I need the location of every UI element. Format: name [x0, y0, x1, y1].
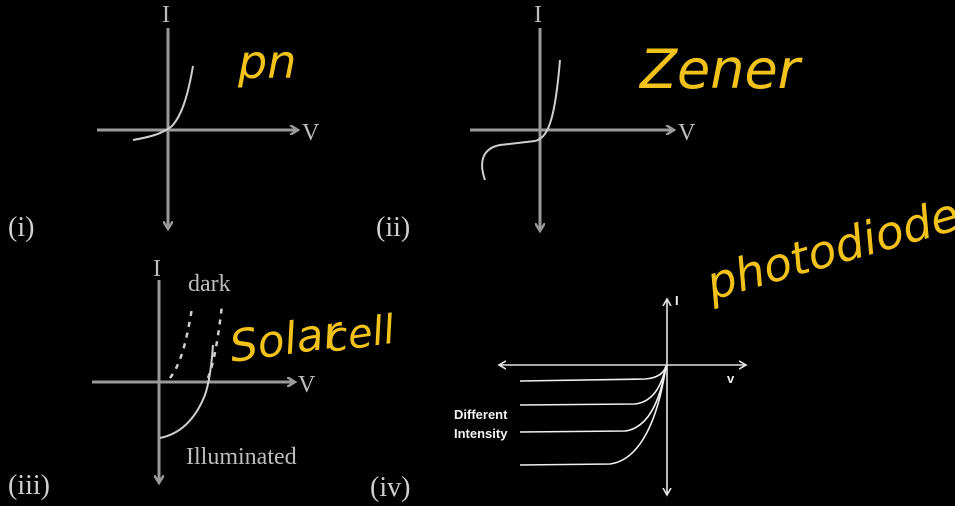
panel-ii-current-label: I [534, 2, 542, 28]
panel-iii-dark-curve-1 [169, 307, 194, 379]
panel-ii-zener-diode: I V (ii) Zener [376, 2, 803, 243]
panel-ii-voltage-label: V [678, 120, 696, 146]
panel-iv-handwritten-label: photodiode [699, 187, 955, 311]
panel-iv-intensity-curve-2 [519, 365, 667, 406]
panel-iv-current-label: I [675, 293, 679, 308]
panel-iv-different-label: Different [454, 407, 508, 422]
panel-iii-voltage-label: V [298, 372, 316, 398]
panel-iv-intensity-curve-3 [519, 365, 667, 433]
panel-iv-voltage-label: v [727, 371, 735, 386]
panel-iii-dark-label: dark [188, 271, 231, 297]
panel-iii-solar-cell: I V dark Illuminated (iii) Solar cell [8, 256, 398, 501]
panel-iii-roman-label: (iii) [8, 470, 50, 501]
panel-i-pn-diode: I V (i) pn [8, 2, 320, 243]
panel-iii-handwritten-line2: cell [323, 307, 398, 362]
panel-iii-illuminated-curve [159, 344, 214, 439]
panel-ii-roman-label: (ii) [376, 212, 410, 243]
panel-i-current-label: I [162, 2, 170, 28]
panel-iii-current-label: I [153, 256, 161, 282]
panel-i-voltage-label: V [302, 120, 320, 146]
panel-ii-iv-curve [481, 59, 561, 181]
panel-iv-photodiode: I v Different Intensity (iv) photodiode [370, 187, 955, 503]
panel-iv-intensity-label: Intensity [454, 426, 508, 441]
panel-i-handwritten-label: pn [237, 35, 296, 89]
panel-i-roman-label: (i) [8, 212, 34, 243]
panel-i-iv-curve [132, 65, 194, 141]
panel-ii-handwritten-label: Zener [638, 38, 803, 101]
panel-iv-intensity-curve-1 [519, 365, 667, 382]
panel-iii-illuminated-label: Illuminated [186, 444, 297, 470]
panel-iv-intensity-curve-4 [519, 365, 667, 466]
panel-iv-roman-label: (iv) [370, 472, 410, 503]
